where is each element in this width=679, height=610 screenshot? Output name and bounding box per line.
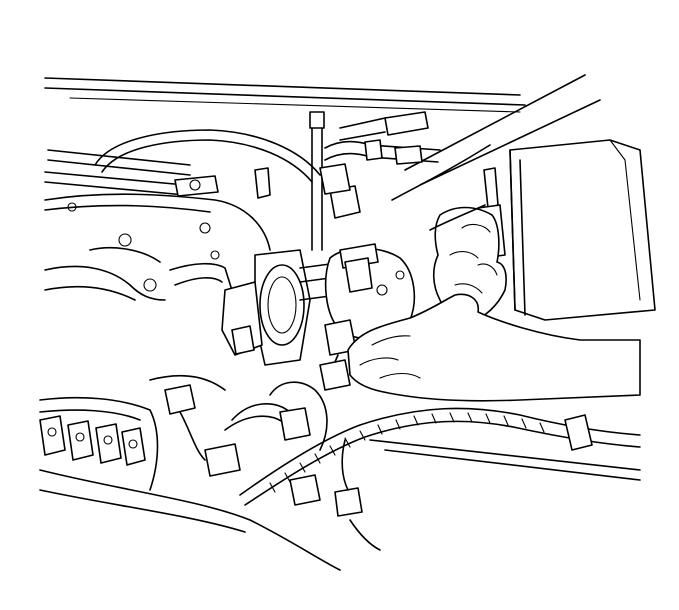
hose-fitting xyxy=(174,167,271,199)
sensor-connector xyxy=(319,319,357,391)
lower-wiring xyxy=(149,374,363,517)
upper-hoses xyxy=(44,111,441,196)
fuse-box xyxy=(509,139,656,321)
spark-plug-area xyxy=(39,396,159,491)
center-pipe xyxy=(309,111,325,251)
sleeve xyxy=(391,144,491,231)
throttle-body xyxy=(221,249,346,366)
left-hand xyxy=(432,206,507,323)
right-hand xyxy=(347,293,641,402)
hood-edge-lines xyxy=(44,77,526,113)
lower-body-lines xyxy=(39,439,641,571)
fender-panel xyxy=(404,74,601,186)
wiring-harness xyxy=(239,407,641,506)
upper-connector xyxy=(319,163,361,219)
intake-manifold xyxy=(44,193,271,301)
